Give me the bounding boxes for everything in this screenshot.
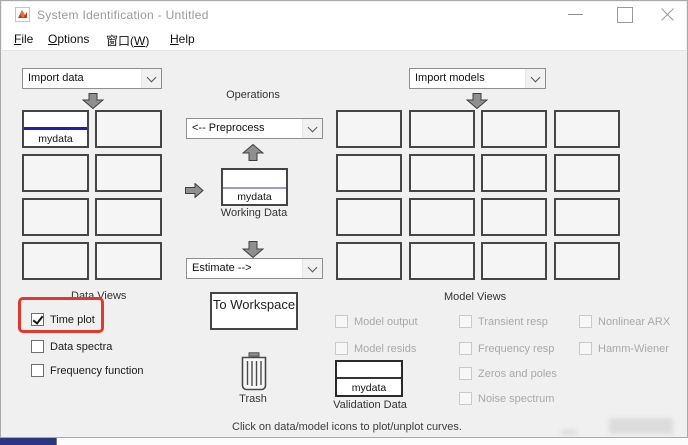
zeros-and-poles-label: Zeros and poles <box>478 368 557 380</box>
arrow-right-icon <box>185 183 204 198</box>
model-box-empty <box>481 110 547 148</box>
model-box-empty <box>336 198 402 236</box>
model-output-checkbox[interactable] <box>335 315 348 328</box>
zeros-and-poles-checkbox[interactable] <box>459 367 472 380</box>
model-resids-label: Model resids <box>354 343 417 355</box>
model-box-empty <box>336 242 402 280</box>
data-box-empty <box>95 242 162 280</box>
model-box-empty <box>409 110 475 148</box>
data-box-empty <box>22 154 89 192</box>
arrow-down-icon <box>466 93 488 109</box>
arrow-down-icon <box>242 241 264 258</box>
frequency-resp-label: Frequency resp <box>478 343 555 355</box>
transient-resp-checkbox[interactable] <box>459 315 472 328</box>
menu-window[interactable]: 窗口(W) <box>106 34 150 48</box>
model-box-empty <box>554 154 620 192</box>
window-title: System Identification - Untitled <box>37 8 209 22</box>
model-resids-checkbox[interactable] <box>335 342 348 355</box>
model-box-empty <box>336 110 402 148</box>
import-models-dropdown[interactable]: Import models <box>409 68 546 89</box>
model-box-empty <box>409 242 475 280</box>
maximize-button[interactable] <box>609 2 639 27</box>
to-workspace-box[interactable]: To Workspace <box>210 292 298 330</box>
operations-label: Operations <box>226 89 280 101</box>
watermark <box>561 430 577 435</box>
model-box-empty <box>409 154 475 192</box>
menu-file[interactable]: File <box>14 32 34 46</box>
validation-data-line-icon <box>337 377 401 379</box>
arrow-up-icon <box>242 144 264 161</box>
estimate-dropdown[interactable]: Estimate --> <box>186 258 323 279</box>
hamm-wiener-label: Hamm-Wiener <box>598 343 669 355</box>
status-text: Click on data/model icons to plot/unplot… <box>232 421 462 433</box>
model-box-empty <box>554 242 620 280</box>
nonlinear-arx-label: Nonlinear ARX <box>598 316 671 328</box>
noise-spectrum-checkbox[interactable] <box>459 392 472 405</box>
data-box-empty <box>95 198 162 236</box>
noise-spectrum-label: Noise spectrum <box>478 393 555 405</box>
hamm-wiener-checkbox[interactable] <box>579 342 592 355</box>
model-box-empty <box>336 154 402 192</box>
model-box-empty <box>554 110 620 148</box>
close-button[interactable] <box>652 2 682 27</box>
data-line-icon <box>24 127 87 130</box>
model-views-title: Model Views <box>444 291 507 303</box>
working-data-label: Working Data <box>220 207 288 219</box>
model-output-label: Model output <box>354 316 418 328</box>
frequency-function-checkbox[interactable] <box>31 364 44 377</box>
data-spectra-checkbox[interactable] <box>31 340 44 353</box>
working-data-name: mydata <box>237 191 272 203</box>
nonlinear-arx-checkbox[interactable] <box>579 315 592 328</box>
preprocess-dropdown[interactable]: <-- Preprocess <box>186 118 323 139</box>
transient-resp-label: Transient resp <box>478 316 548 328</box>
validation-data-name: mydata <box>351 382 387 394</box>
model-box-empty <box>481 154 547 192</box>
area-below-window <box>0 438 688 445</box>
data-box-empty <box>95 154 162 192</box>
validation-data-box[interactable]: mydata <box>335 360 403 397</box>
working-data-box[interactable]: mydata <box>221 168 288 206</box>
frequency-resp-checkbox[interactable] <box>459 342 472 355</box>
app-icon <box>15 7 30 22</box>
data-icon-label: mydata <box>38 133 73 145</box>
watermark <box>609 418 673 434</box>
frequency-function-label: Frequency function <box>50 365 144 377</box>
validation-data-label: Validation Data <box>333 399 407 411</box>
model-box-empty <box>554 198 620 236</box>
time-plot-checkbox[interactable] <box>31 313 44 326</box>
model-box-empty <box>481 198 547 236</box>
working-data-line-icon <box>223 187 286 189</box>
data-box-empty <box>22 242 89 280</box>
trash-label: Trash <box>239 393 267 405</box>
data-icon-mydata[interactable]: mydata <box>22 110 89 148</box>
data-spectra-label: Data spectra <box>50 341 113 353</box>
data-box-empty <box>22 198 89 236</box>
menu-help[interactable]: Help <box>170 32 195 46</box>
data-box-empty <box>95 110 162 148</box>
trash-icon[interactable] <box>239 352 269 392</box>
menu-bar: File Options 窗口(W) Help <box>2 27 686 51</box>
arrow-down-icon <box>82 93 104 109</box>
title-bar: System Identification - Untitled <box>2 2 686 27</box>
import-data-dropdown[interactable]: Import data <box>22 68 162 89</box>
model-box-empty <box>409 198 475 236</box>
red-highlight-annotation <box>18 297 104 333</box>
taskbar-fragment <box>0 438 57 445</box>
minimize-button[interactable] <box>560 2 590 27</box>
menu-options[interactable]: Options <box>48 32 90 46</box>
time-plot-label: Time plot <box>50 314 95 326</box>
model-box-empty <box>481 242 547 280</box>
